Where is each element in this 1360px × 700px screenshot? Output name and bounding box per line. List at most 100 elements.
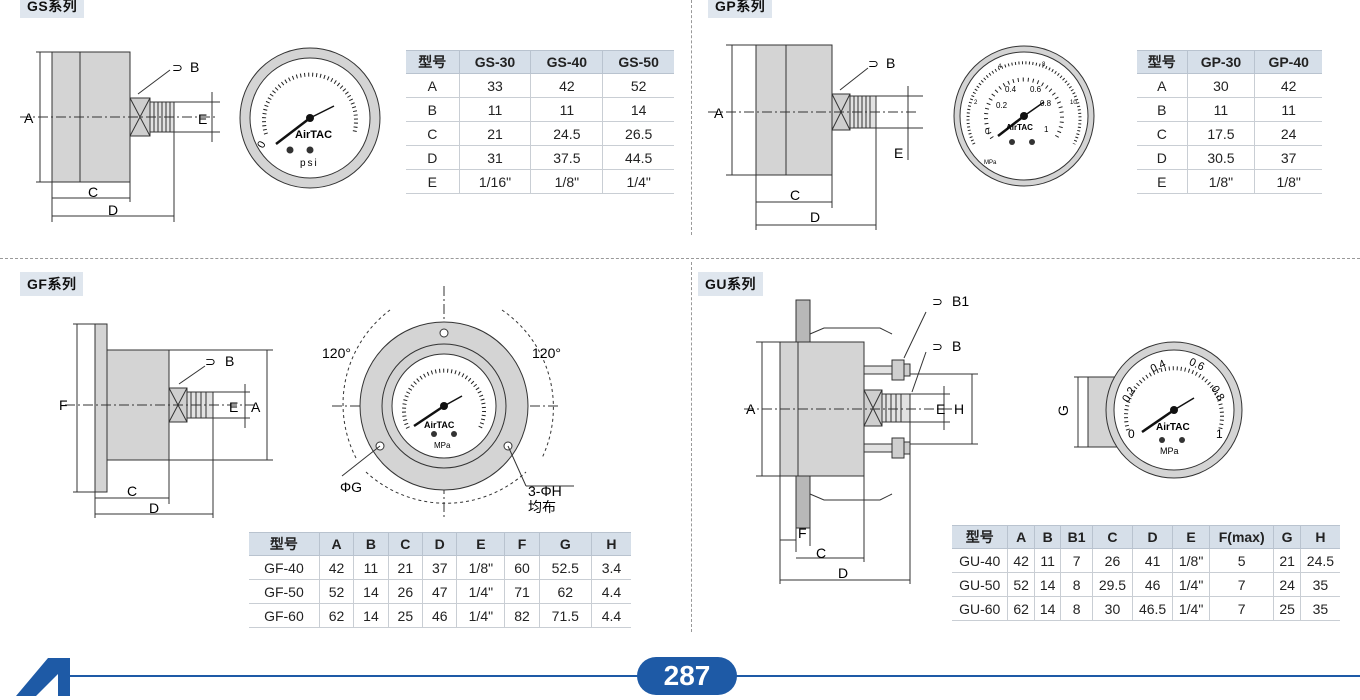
gu-header-cell: C <box>1091 525 1134 549</box>
wrench-icon: ⊃ <box>932 294 943 309</box>
gp-outer-tick: 4 <box>998 64 1002 70</box>
table-cell: 1/4" <box>602 169 674 194</box>
gu-dim-b1: B1 <box>952 293 969 309</box>
table-cell: GF-60 <box>249 603 320 628</box>
gs-side-drawing: A B C D E ⊃ <box>20 51 220 222</box>
gs-header-cell: GS-50 <box>602 50 674 74</box>
gf-header-cell: C <box>387 532 424 556</box>
gf-header-cell: F <box>504 532 540 556</box>
table-cell: 11 <box>1033 548 1062 573</box>
wrench-icon: ⊃ <box>868 56 879 71</box>
gp-header-cell: GP-30 <box>1186 50 1256 74</box>
gu-tick: 0.6 <box>1187 356 1206 373</box>
gp-tick: 0.6 <box>1030 85 1042 94</box>
gf-dim-c: C <box>127 483 137 499</box>
gu-dim-d: D <box>838 565 848 581</box>
table-cell: 37 <box>422 555 458 580</box>
gf-dim-f: F <box>59 397 68 413</box>
gp-outer-tick: 10 <box>1070 100 1077 106</box>
gf-header-cell: A <box>318 532 355 556</box>
table-cell: 11 <box>1186 97 1256 122</box>
table-cell: 41 <box>1132 548 1174 573</box>
gs-header-cell: 型号 <box>406 50 460 74</box>
gs-gauge-face: 0 AirTAC psi <box>239 47 381 189</box>
table-cell: 44.5 <box>602 145 674 170</box>
table-cell: 1/8" <box>456 555 506 580</box>
gs-dim-c: C <box>88 184 98 200</box>
table-cell: 1/4" <box>1172 596 1211 621</box>
table-cell: 11 <box>530 97 604 122</box>
table-cell: D <box>406 145 460 170</box>
table-cell: GF-40 <box>249 555 320 580</box>
gp-dim-c: C <box>790 187 800 203</box>
table-cell: 14 <box>602 97 674 122</box>
gp-side-drawing: A B C D E ⊃ <box>708 44 923 230</box>
table-cell: 1/8" <box>530 169 604 194</box>
table-cell: 1/4" <box>456 579 506 604</box>
table-cell: 8 <box>1060 596 1093 621</box>
table-cell: 25 <box>387 603 424 628</box>
table-cell: 30.5 <box>1186 145 1256 170</box>
table-cell: 24 <box>1254 121 1322 146</box>
gf-dim-a: A <box>251 399 261 415</box>
gu-header-cell: A <box>1007 525 1035 549</box>
gu-tick: 0.4 <box>1149 358 1168 375</box>
gf-dim-d: D <box>149 500 159 516</box>
table-cell: 7 <box>1209 572 1275 597</box>
gu-dim-e: E <box>936 401 945 417</box>
gp-tick: 0.2 <box>996 101 1008 110</box>
gp-outer-tick: 8 <box>1042 62 1046 68</box>
table-cell: B <box>406 97 460 122</box>
table-cell: 14 <box>353 603 389 628</box>
table-cell: 46 <box>422 603 458 628</box>
gu-tick: 1 <box>1216 427 1223 441</box>
gu-gauge-face: 0 0.2 0.4 0.6 0.8 1 AirTAC MPa G <box>1055 341 1243 479</box>
gu-dim-h: H <box>954 401 964 417</box>
gu-dim-c: C <box>816 545 826 561</box>
gf-header-cell: B <box>353 532 389 556</box>
table-cell: 60 <box>504 555 540 580</box>
gf-phi-g: ΦG <box>340 479 362 495</box>
gp-outer-tick: 2 <box>974 100 978 106</box>
table-cell: 52.5 <box>538 555 592 580</box>
gu-dim-f: F <box>798 525 807 541</box>
table-cell: E <box>1137 169 1188 194</box>
gf-header-cell: E <box>456 532 506 556</box>
gp-header-cell: GP-40 <box>1254 50 1322 74</box>
table-cell: 26.5 <box>602 121 674 146</box>
gu-brand-logo: AirTAC <box>1156 422 1190 433</box>
gp-tick: 1 <box>1044 125 1049 134</box>
table-cell: 33 <box>458 73 532 98</box>
table-cell: 14 <box>1033 572 1062 597</box>
gf-header-cell: 型号 <box>249 532 320 556</box>
table-cell: 30 <box>1186 73 1256 98</box>
gu-header-cell: E <box>1172 525 1211 549</box>
table-cell: 8 <box>1060 572 1093 597</box>
table-cell: 7 <box>1209 596 1275 621</box>
gs-header-cell: GS-40 <box>530 50 604 74</box>
table-cell: 62 <box>538 579 592 604</box>
gu-tick: 0 <box>1128 427 1135 441</box>
table-cell: GU-60 <box>952 596 1009 621</box>
table-cell: 24 <box>1273 572 1301 597</box>
table-cell: GU-50 <box>952 572 1009 597</box>
gp-tick: 0.4 <box>1005 85 1017 94</box>
gu-unit-label: MPa <box>1160 446 1179 456</box>
gf-side-drawing: F B C D E A ⊃ <box>59 323 273 518</box>
table-cell: GU-40 <box>952 548 1009 573</box>
gp-dim-a: A <box>714 105 724 121</box>
table-cell: 11 <box>353 555 389 580</box>
table-cell: 42 <box>318 555 355 580</box>
gf-flange-drawing: 120° 120° ΦG 3-ΦH 均布 AirTAC MPa <box>322 286 574 518</box>
